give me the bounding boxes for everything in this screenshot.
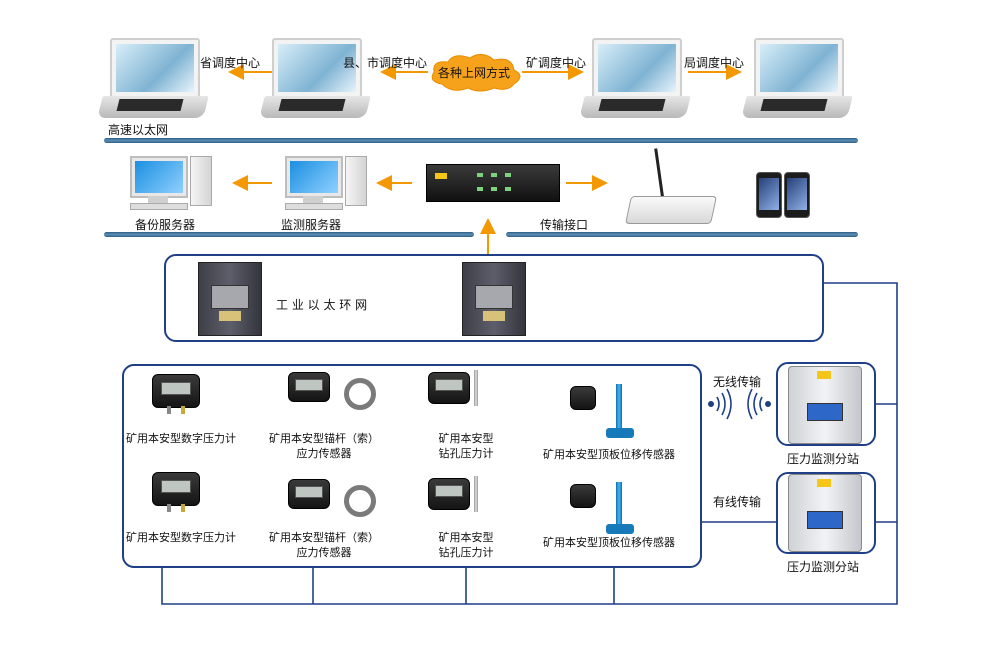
label-county-city: 县、市调度中心	[343, 56, 428, 70]
label-wireless: 无线传输	[713, 375, 762, 389]
phone-icon-1	[756, 172, 782, 218]
roof-displacement-base-icon-2	[606, 524, 634, 534]
anchor-stress-sensor-icon-2	[288, 479, 330, 509]
label-internet: 各种上网方式	[438, 66, 511, 80]
borehole-probe-icon-1	[474, 370, 478, 406]
label-backup-server: 备份服务器	[135, 218, 196, 232]
digital-pressure-gauge-icon-2	[152, 472, 200, 512]
label-digital-gauge-1: 矿用本安型数字压力计	[126, 432, 236, 445]
monitor-server-icon	[285, 156, 367, 210]
ring-switch-cabinet-1	[198, 262, 262, 336]
sensor-panel	[122, 364, 702, 568]
laptop-province	[97, 38, 209, 122]
label-bureau: 局调度中心	[684, 56, 745, 70]
roof-displacement-base-icon-1	[606, 428, 634, 438]
phone-icon-2	[784, 172, 810, 218]
laptop-mine	[579, 38, 691, 122]
pressure-substation-icon-2	[788, 474, 862, 552]
internet-cloud: 各种上网方式	[428, 52, 524, 92]
wireless-signal-icon	[708, 401, 771, 407]
lan-bar-right	[506, 232, 858, 237]
roof-displacement-box-icon-1	[570, 386, 596, 410]
label-mine: 矿调度中心	[526, 56, 587, 70]
wireless-router-icon	[625, 196, 717, 224]
label-station-1: 压力监测分站	[787, 452, 860, 466]
laptop-bureau	[741, 38, 853, 122]
anchor-ring-icon-1	[344, 378, 376, 410]
anchor-stress-sensor-icon-1	[288, 372, 330, 402]
label-roof-sensor-2: 矿用本安型顶板位移传感器	[543, 536, 675, 549]
digital-pressure-gauge-icon-1	[152, 374, 200, 414]
label-interface: 传输接口	[540, 218, 589, 232]
ethernet-bar	[104, 138, 858, 143]
transmission-interface-device	[426, 164, 560, 202]
label-digital-gauge-2: 矿用本安型数字压力计	[126, 531, 236, 544]
wiring	[161, 282, 898, 605]
label-roof-sensor-1: 矿用本安型顶板位移传感器	[543, 448, 675, 461]
borehole-gauge-icon-2	[428, 478, 470, 510]
roof-displacement-rod-icon-2	[616, 482, 622, 528]
label-ring-network: 工 业 以 太 环 网	[276, 298, 368, 312]
roof-displacement-box-icon-2	[570, 484, 596, 508]
lan-bar-left	[104, 232, 474, 237]
label-borehole-gauge-1: 矿用本安型钻孔压力计	[438, 432, 494, 460]
backup-server-icon	[130, 156, 212, 210]
label-borehole-gauge-2: 矿用本安型钻孔压力计	[438, 531, 494, 559]
laptop-county-city	[259, 38, 371, 122]
borehole-probe-icon-2	[474, 476, 478, 512]
label-province: 省调度中心	[200, 56, 261, 70]
label-anchor-sensor-2: 矿用本安型锚杆（索）应力传感器	[269, 531, 379, 559]
anchor-ring-icon-2	[344, 485, 376, 517]
label-station-2: 压力监测分站	[787, 560, 860, 574]
label-monitor-server: 监测服务器	[281, 218, 342, 232]
label-ethernet: 高速以太网	[108, 123, 169, 137]
ring-switch-cabinet-2	[462, 262, 526, 336]
label-anchor-sensor-1: 矿用本安型锚杆（索）应力传感器	[269, 432, 379, 460]
roof-displacement-rod-icon-1	[616, 384, 622, 430]
label-wired: 有线传输	[713, 495, 762, 509]
borehole-gauge-icon-1	[428, 372, 470, 404]
pressure-substation-icon-1	[788, 366, 862, 444]
